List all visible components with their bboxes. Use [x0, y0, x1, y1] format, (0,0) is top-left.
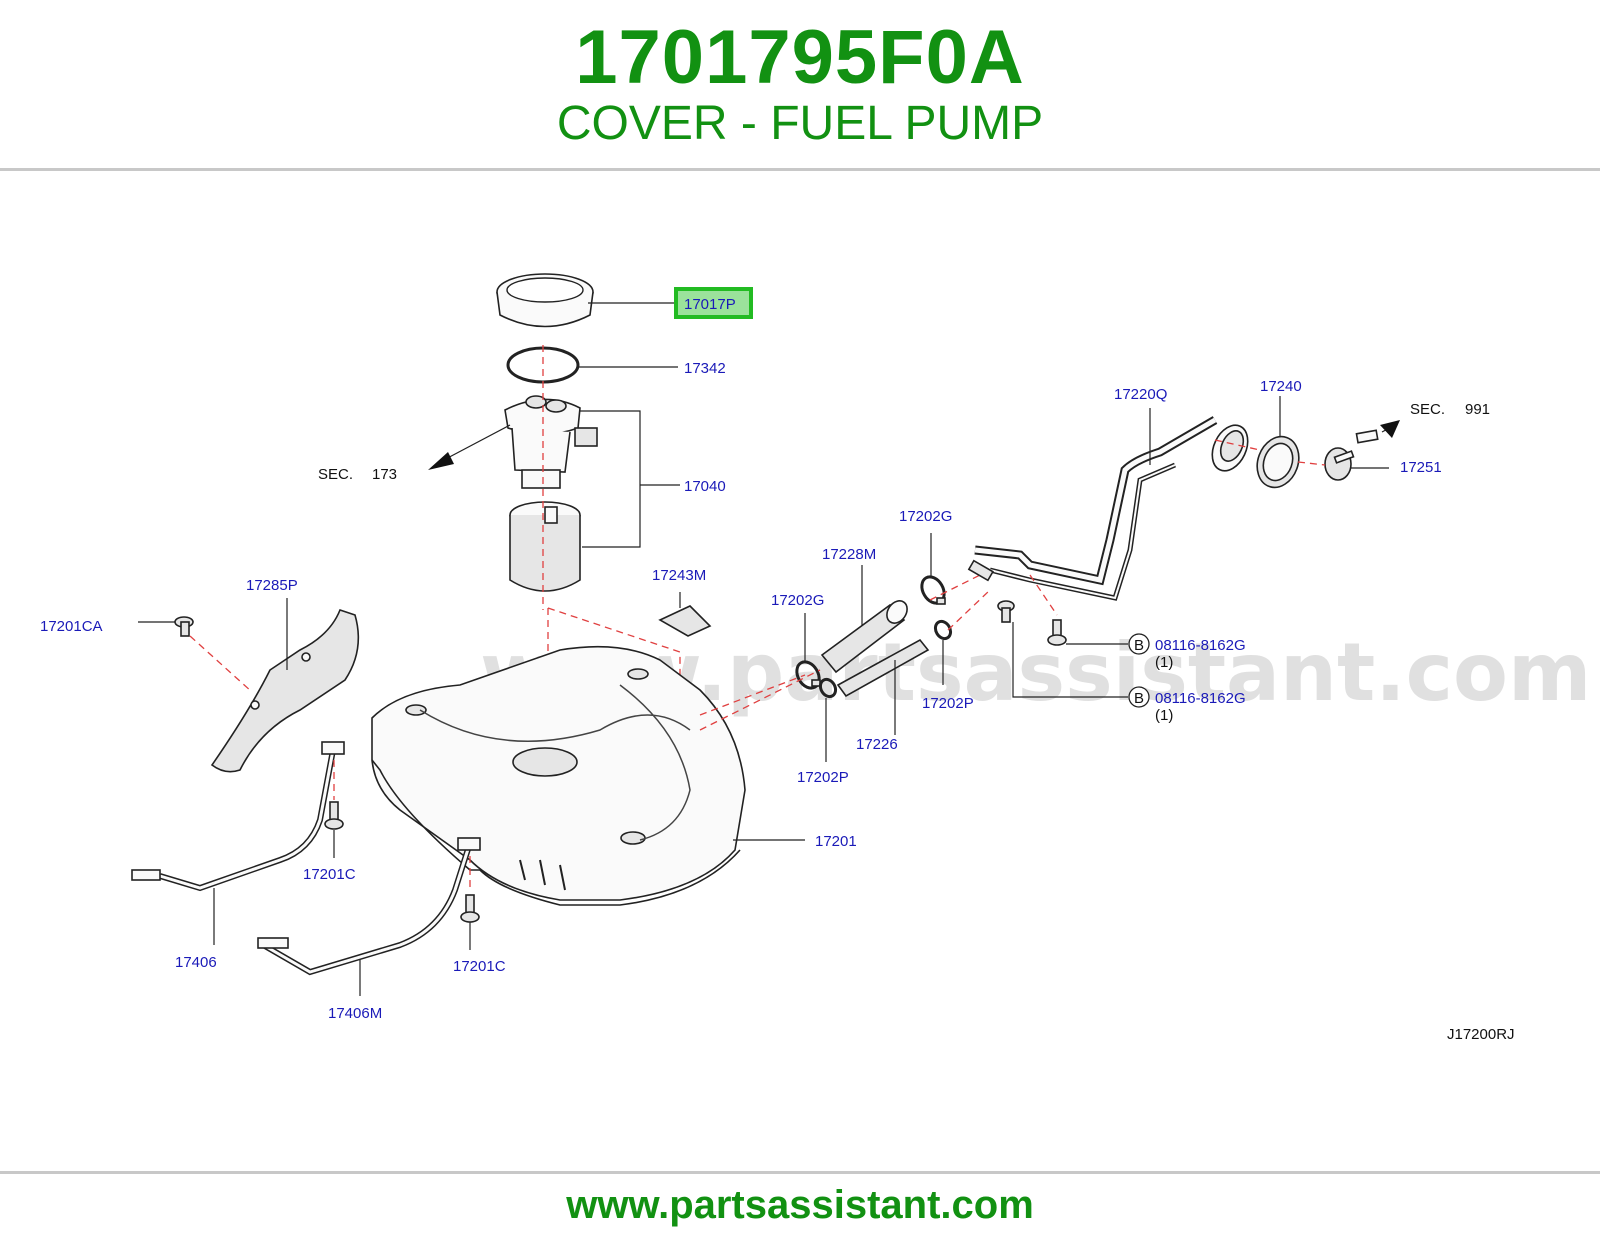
callout-17251[interactable]: 17251: [1400, 459, 1442, 476]
sec-991-arrow-icon: [1380, 420, 1400, 438]
callout-17240[interactable]: 17240: [1260, 378, 1302, 395]
callout-17285P[interactable]: 17285P: [246, 577, 298, 594]
fuel-pump-strainer: [509, 501, 581, 592]
fuel-tank: [371, 645, 746, 906]
callout-17201CA[interactable]: 17201CA: [40, 618, 103, 635]
callout-17342[interactable]: 17342: [684, 360, 726, 377]
footer-divider: [0, 1171, 1600, 1174]
filler-hose-17228M: [820, 600, 908, 674]
callout-17201C-left[interactable]: 17201C: [303, 866, 356, 883]
callout-17202P-right[interactable]: 17202P: [922, 695, 974, 712]
part-name-subtitle: COVER - FUEL PUMP: [556, 97, 1044, 150]
heat-insulator: [210, 609, 360, 773]
hose-clamp-17202G-top-icon: [920, 575, 946, 605]
fuel-pump-cover-ring: [496, 273, 594, 328]
callout-17220Q[interactable]: 17220Q: [1114, 386, 1167, 403]
callout-08116-8162G-bottom[interactable]: 08116-8162G: [1155, 690, 1246, 707]
strap-bolt-right-icon: [460, 894, 480, 923]
bolt-reference-b-top: B: [1128, 633, 1150, 655]
svg-text:B: B: [1134, 637, 1144, 654]
fuel-pump-assembly: [504, 395, 598, 489]
fuel-tank-strap-17406M: [257, 837, 481, 976]
header-divider: [0, 168, 1600, 171]
qty-bottom: (1): [1155, 707, 1173, 724]
footer-url[interactable]: www.partsassistant.com: [566, 1183, 1034, 1227]
sec-173-number[interactable]: 173: [372, 466, 397, 483]
callout-17243M[interactable]: 17243M: [652, 567, 706, 584]
callout-17017P[interactable]: 17017P: [684, 296, 736, 313]
o-ring: [506, 346, 580, 384]
qty-top: (1): [1155, 654, 1173, 671]
drawing-code: J17200RJ: [1447, 1026, 1515, 1043]
callout-17406M[interactable]: 17406M: [328, 1005, 382, 1022]
strap-bolt-left-icon: [324, 801, 344, 830]
fuel-filler-cap: [1324, 447, 1355, 481]
page-header: 1701795F0A COVER - FUEL PUMP: [0, 0, 1600, 168]
cap-tether-label-icon: [1355, 429, 1379, 444]
callout-17017P-highlight[interactable]: [674, 287, 753, 319]
hose-clamp-17202P-right-icon: [933, 619, 953, 641]
sec-173-arrow-icon: [428, 452, 454, 470]
callout-17202G-left[interactable]: 17202G: [771, 592, 824, 609]
callout-17228M[interactable]: 17228M: [822, 546, 876, 563]
sec-173-label: SEC.: [318, 466, 353, 483]
parts-diagram: www.partsassistant.com 17017P 17342 1704…: [40, 273, 1591, 1043]
filler-tube-bolt-2-icon: [1047, 619, 1067, 646]
callout-17406[interactable]: 17406: [175, 954, 217, 971]
bolt-17201CA-icon: [174, 616, 194, 637]
callout-08116-8162G-top[interactable]: 08116-8162G: [1155, 637, 1246, 654]
callout-17202P-bottom[interactable]: 17202P: [797, 769, 849, 786]
filler-neck-ring: [1256, 435, 1300, 489]
fuel-tank-strap-17406: [131, 741, 345, 892]
callout-17040[interactable]: 17040: [684, 478, 726, 495]
sec-991-label: SEC.: [1410, 401, 1445, 418]
warning-label-sticker: [658, 605, 712, 637]
sec-991-number[interactable]: 991: [1465, 401, 1490, 418]
part-number-title: 1701795F0A: [575, 15, 1025, 100]
bolt-reference-b-bottom: B: [1128, 686, 1150, 708]
breather-hose-17226: [836, 638, 930, 698]
hose-clamp-17202P-bottom-icon: [818, 677, 838, 699]
svg-text:B: B: [1134, 690, 1144, 707]
callout-17201[interactable]: 17201: [815, 833, 857, 850]
filler-tube: [967, 416, 1249, 601]
filler-tube-bolt-icon: [997, 600, 1015, 623]
callout-17201C-right[interactable]: 17201C: [453, 958, 506, 975]
callout-17202G-top[interactable]: 17202G: [899, 508, 952, 525]
callout-17226[interactable]: 17226: [856, 736, 898, 753]
